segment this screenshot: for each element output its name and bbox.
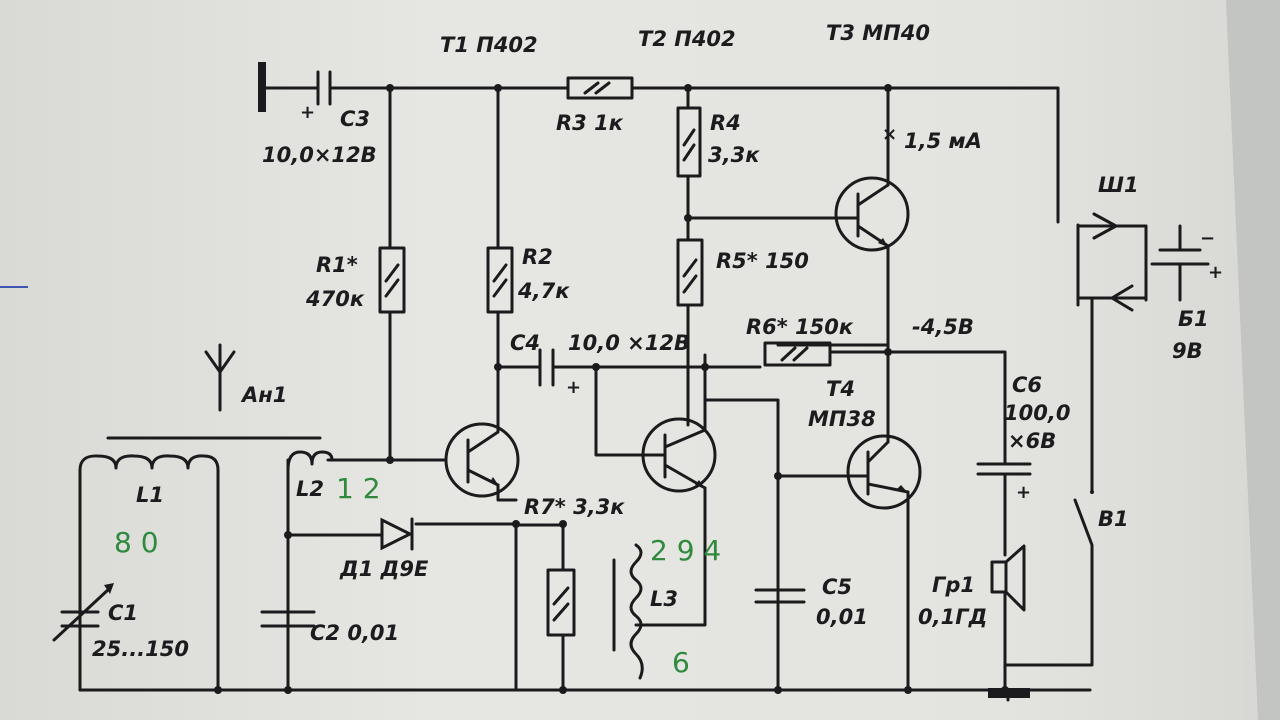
resistor-r6 [763, 341, 832, 367]
diode-d1 [380, 517, 414, 551]
inductor-l2 [286, 450, 334, 472]
resistor-r1 [378, 246, 406, 314]
label-t3: T3 МП40 [826, 21, 930, 45]
label-c6-name: C6 [1012, 373, 1042, 397]
ground-symbol [988, 688, 1030, 698]
label-c2: C2 0,01 [310, 621, 399, 645]
transistor-t3 [834, 176, 910, 252]
handwritten-annotations: 8 0 1 2 2 9 4 6 [114, 472, 721, 679]
loudspeaker-gr1 [990, 544, 1026, 612]
label-r4-name: R4 [710, 111, 741, 135]
label-t2: T2 П402 [638, 27, 736, 51]
label-r2-name: R2 [522, 245, 553, 269]
label-t1: T1 П402 [440, 33, 538, 57]
svg-text:+: + [566, 377, 581, 398]
label-r2-value: 4,7к [517, 279, 570, 303]
label-current: 1,5 мА [904, 129, 982, 153]
label-antenna: Ан1 [240, 383, 287, 407]
switch-b1 [1090, 490, 1094, 494]
paper-edge [1226, 0, 1280, 720]
label-battery-value: 9В [1172, 339, 1203, 363]
annotation-l3-turns-bottom: 6 [672, 646, 690, 679]
label-t4-b: МП38 [808, 407, 876, 431]
label-r1-name: R1* [316, 253, 358, 277]
label-battery-name: Б1 [1178, 307, 1209, 331]
annotation-l2-turns: 1 2 [336, 472, 381, 505]
svg-text:+: + [1208, 262, 1223, 283]
label-r3: R3 1к [556, 111, 624, 135]
label-r4-value: 3,3к [708, 143, 760, 167]
battery-b1 [1150, 224, 1210, 302]
annotation-l3-turns-top: 2 9 4 [650, 534, 721, 567]
capacitor-c5 [754, 588, 806, 604]
label-t4-a: T4 [826, 377, 855, 401]
label-r5: R5* 150 [716, 249, 809, 273]
svg-text:−: − [1200, 228, 1215, 249]
label-voltage: -4,5В [912, 315, 974, 339]
inductor-l3 [612, 543, 644, 680]
label-c1-value: 25...150 [92, 637, 189, 661]
transistor-t1 [444, 422, 520, 498]
capacitor-c6 [976, 462, 1032, 476]
annotation-l1-turns: 8 0 [114, 526, 159, 559]
label-c3-name: C3 [340, 107, 370, 131]
antenna-an1 [204, 343, 236, 412]
capacitor-c2 [260, 610, 316, 628]
resistor-r7 [546, 568, 576, 637]
label-c6-value-1: 100,0 [1004, 401, 1070, 425]
label-r7: R7* 3,3к [524, 495, 625, 519]
resistor-r2 [486, 246, 514, 314]
label-c5-name: C5 [822, 575, 852, 599]
label-c4-name: C4 [510, 331, 540, 355]
label-l3: L3 [650, 587, 678, 611]
label-connector: Ш1 [1098, 173, 1139, 197]
svg-text:+: + [300, 102, 315, 123]
inductor-l1 [78, 436, 322, 472]
label-d1: Д1 Д9Е [339, 557, 429, 581]
label-c4-value: 10,0 ×12В [568, 331, 690, 355]
label-r6: R6* 150к [746, 315, 854, 339]
label-c5-value: 0,01 [816, 605, 868, 629]
resistor-r4 [676, 106, 702, 178]
label-r1-value: 470к [305, 287, 365, 311]
svg-text:+: + [1016, 482, 1031, 503]
capacitor-c4 [538, 348, 555, 387]
label-c3-value: 10,0×12В [262, 143, 377, 167]
component-labels: T1 П402 T2 П402 T3 МП40 C3 10,0×12В R3 1… [92, 21, 1209, 661]
svg-text:×: × [882, 124, 897, 145]
capacitor-c1 [52, 583, 114, 642]
label-c1-name: C1 [108, 601, 138, 625]
resistor-r3 [566, 76, 634, 100]
transistor-t2 [640, 417, 717, 493]
label-l1: L1 [136, 483, 164, 507]
transistor-t4 [846, 434, 922, 510]
label-c6-value-2: ×6В [1008, 429, 1056, 453]
label-l2: L2 [296, 477, 324, 501]
resistor-r5 [676, 238, 704, 307]
capacitor-c3 [258, 62, 332, 112]
junction-marks: + + + − + × [214, 84, 1223, 694]
label-gr1-value: 0,1ГД [918, 605, 987, 629]
connector-sh1 [1078, 212, 1148, 312]
label-switch: В1 [1098, 507, 1129, 531]
label-gr1-name: Гр1 [932, 573, 975, 597]
